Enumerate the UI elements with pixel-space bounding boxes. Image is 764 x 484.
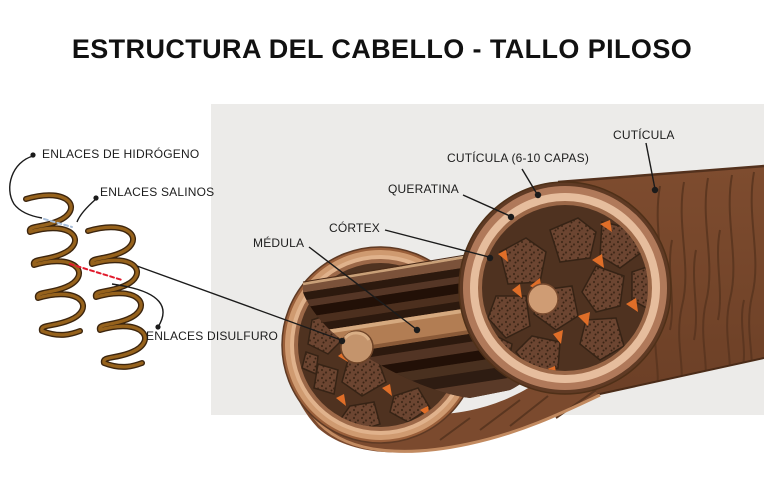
label-cuticle-layers: CUTÍCULA (6-10 CAPAS): [447, 151, 590, 165]
keratin-pointer-line: [462, 194, 511, 217]
hydrogen-bond-dashes: [43, 218, 73, 228]
disulfide-bond-dashes: [69, 263, 123, 281]
label-cuticle: CUTÍCULA: [613, 128, 675, 142]
label-medulla: MÉDULA: [253, 236, 305, 250]
alpha-helix-right: [85, 224, 148, 370]
disulfide-pointer-curve: [111, 283, 164, 328]
alpha-helix-coils: [23, 192, 148, 370]
label-hydrogen-bonds: ENLACES DE HIDRÓGENO: [42, 147, 200, 161]
page-title: ESTRUCTURA DEL CABELLO - TALLO PILOSO: [71, 34, 693, 64]
cortex-pointer-line: [384, 229, 490, 258]
medulla-stub: [340, 330, 374, 364]
annotation-dots: [30, 152, 659, 345]
far-cross-section: [458, 181, 672, 395]
label-salt-bonds: ENLACES SALINOS: [100, 185, 215, 199]
hydrogen-pointer-curve: [9, 155, 43, 219]
annotation-lines: [9, 142, 656, 341]
cuticle-layers-pointer-line: [521, 168, 538, 195]
label-cortex: CÓRTEX: [329, 221, 380, 235]
label-keratin: QUERATINA: [388, 182, 459, 196]
cuticle-pointer-line: [645, 142, 656, 190]
medulla-core: [527, 283, 559, 315]
helix-to-cortex-line: [136, 265, 342, 341]
label-disulfide-bonds: ENLACES DISULFURO: [146, 329, 279, 343]
salt-pointer-curve: [76, 198, 97, 223]
medulla-pointer-line: [308, 246, 417, 330]
